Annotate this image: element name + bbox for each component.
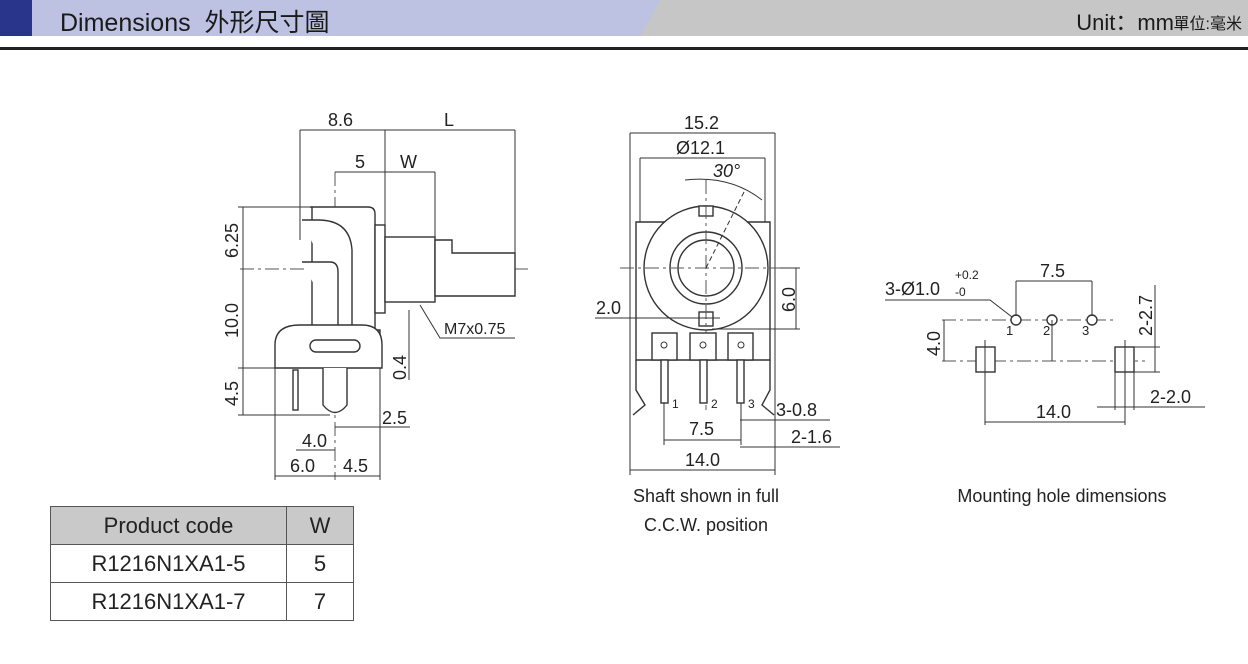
dim-2-5: 2.5 — [382, 408, 407, 428]
dim-tolerance-minus: -0 — [955, 285, 966, 299]
dim-diameter-12-1: Ø12.1 — [676, 138, 725, 158]
table-row: R1216N1XA1-5 5 — [50, 544, 354, 583]
dim-6-25: 6.25 — [222, 223, 242, 258]
header-rule — [0, 47, 1248, 50]
dim-14-0: 14.0 — [685, 450, 720, 470]
dim-L: L — [444, 110, 454, 130]
product-code-cell: R1216N1XA1-5 — [50, 544, 287, 583]
dim-10-0: 10.0 — [222, 303, 242, 338]
dim-4-0: 4.0 — [302, 431, 327, 451]
dim-4-0: 4.0 — [924, 331, 944, 356]
dim-2-0: 2.0 — [596, 298, 621, 318]
header-product-code: Product code — [50, 506, 287, 545]
front-view-caption-line2: C.C.W. position — [643, 515, 769, 535]
front-view-caption-line1: Shaft shown in full — [632, 486, 780, 506]
dim-5: 5 — [355, 152, 365, 172]
dim-holes: 3-Ø1.0 — [885, 279, 940, 299]
dim-2-2-7: 2-2.7 — [1136, 295, 1156, 336]
header-title-band — [0, 0, 660, 36]
unit-label: Unit：mm — [1076, 10, 1174, 35]
dim-14-0: 14.0 — [1036, 402, 1071, 422]
dim-2-2-0: 2-2.0 — [1150, 387, 1191, 407]
w-cell: 7 — [286, 582, 354, 621]
dim-6-0: 6.0 — [290, 456, 315, 476]
dim-8-6: 8.6 — [328, 110, 353, 130]
product-table: Product code W R1216N1XA1-5 5 R1216N1XA1… — [50, 506, 354, 621]
side-view: 8.6 L 5 W 6.25 10.0 4.5 0.4 M7x0.75 2.5 … — [222, 110, 528, 480]
dim-4-5-horizontal: 4.5 — [343, 456, 368, 476]
dim-3-0-8: 3-0.8 — [776, 400, 817, 420]
dim-15-2: 15.2 — [684, 113, 719, 133]
product-code-cell: R1216N1XA1-7 — [50, 582, 287, 621]
table-header-row: Product code W — [50, 506, 354, 545]
dim-7-5: 7.5 — [1040, 261, 1065, 281]
dim-thread: M7x0.75 — [444, 321, 505, 338]
pin-label-2: 2 — [711, 397, 718, 411]
dim-7-5: 7.5 — [689, 419, 714, 439]
page-title: Dimensions 外形尺寸圖 — [60, 9, 330, 37]
dim-4-5-vertical: 4.5 — [222, 381, 242, 406]
dim-0-4: 0.4 — [390, 355, 410, 380]
header-w: W — [286, 506, 354, 545]
pin-label-3: 3 — [748, 397, 755, 411]
front-view: 15.2 Ø12.1 30° 2.0 6.0 1 2 3 7.5 14.0 3-… — [595, 113, 840, 475]
dim-angle-30: 30° — [713, 161, 740, 181]
dim-6-0-vertical: 6.0 — [779, 287, 799, 312]
dim-W: W — [400, 152, 417, 172]
table-row: R1216N1XA1-7 7 — [50, 582, 354, 621]
mounting-view-caption: Mounting hole dimensions — [957, 486, 1167, 506]
dim-tolerance-plus: +0.2 — [955, 268, 979, 282]
pin-label-3: 3 — [1082, 323, 1089, 338]
unit-label-cn: 單位:毫米 — [1173, 16, 1242, 33]
w-cell: 5 — [286, 544, 354, 583]
mounting-view: 3-Ø1.0 +0.2 -0 7.5 1 2 3 4.0 2-2.7 2-2.0… — [885, 261, 1205, 425]
header-accent — [0, 0, 32, 36]
pin-label-1: 1 — [672, 397, 679, 411]
pin-label-2: 2 — [1043, 323, 1050, 338]
pin-label-1: 1 — [1006, 323, 1013, 338]
dim-2-1-6: 2-1.6 — [791, 427, 832, 447]
